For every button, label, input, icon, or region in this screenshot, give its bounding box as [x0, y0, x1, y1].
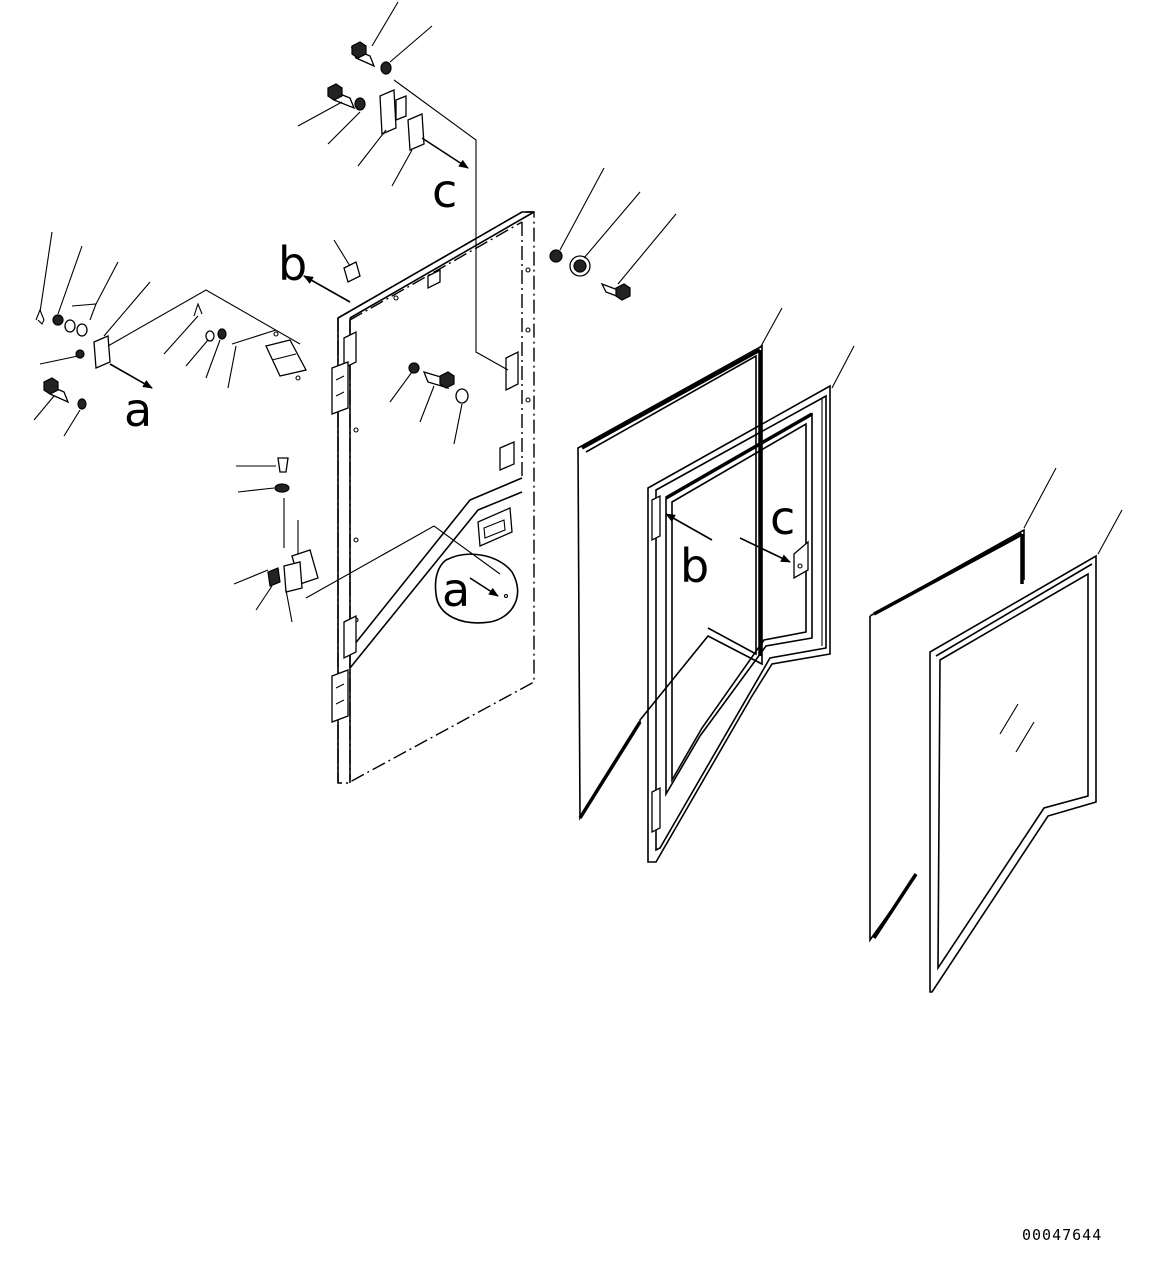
door-frame: [337, 211, 535, 784]
detail-label-c-window: c: [770, 491, 795, 545]
detail-label-c-top: c: [432, 164, 457, 218]
detail-label-b-top: b: [278, 237, 307, 291]
door-latch-assembly: [233, 457, 501, 623]
glass-pane: [929, 509, 1123, 993]
detail-label-b-window: b: [680, 539, 709, 593]
hinge-set: [331, 330, 357, 723]
left-lock-hardware: [33, 231, 307, 437]
detail-label-a-left: a: [124, 383, 152, 437]
right-bolt-group: [549, 167, 677, 301]
window-frame: [647, 345, 855, 863]
gasket-seal-1: [577, 307, 783, 821]
detail-label-a-bubble: a: [442, 563, 470, 617]
top-hinge-hardware: [327, 41, 509, 371]
detail-a-bubble: [434, 553, 519, 624]
document-number: 00047644: [1022, 1226, 1102, 1244]
gasket-seal-2: [869, 467, 1057, 943]
detail-b-arrow: [303, 239, 361, 303]
leader-lines-top: [297, 1, 433, 187]
mid-bolt-group: [389, 362, 469, 445]
